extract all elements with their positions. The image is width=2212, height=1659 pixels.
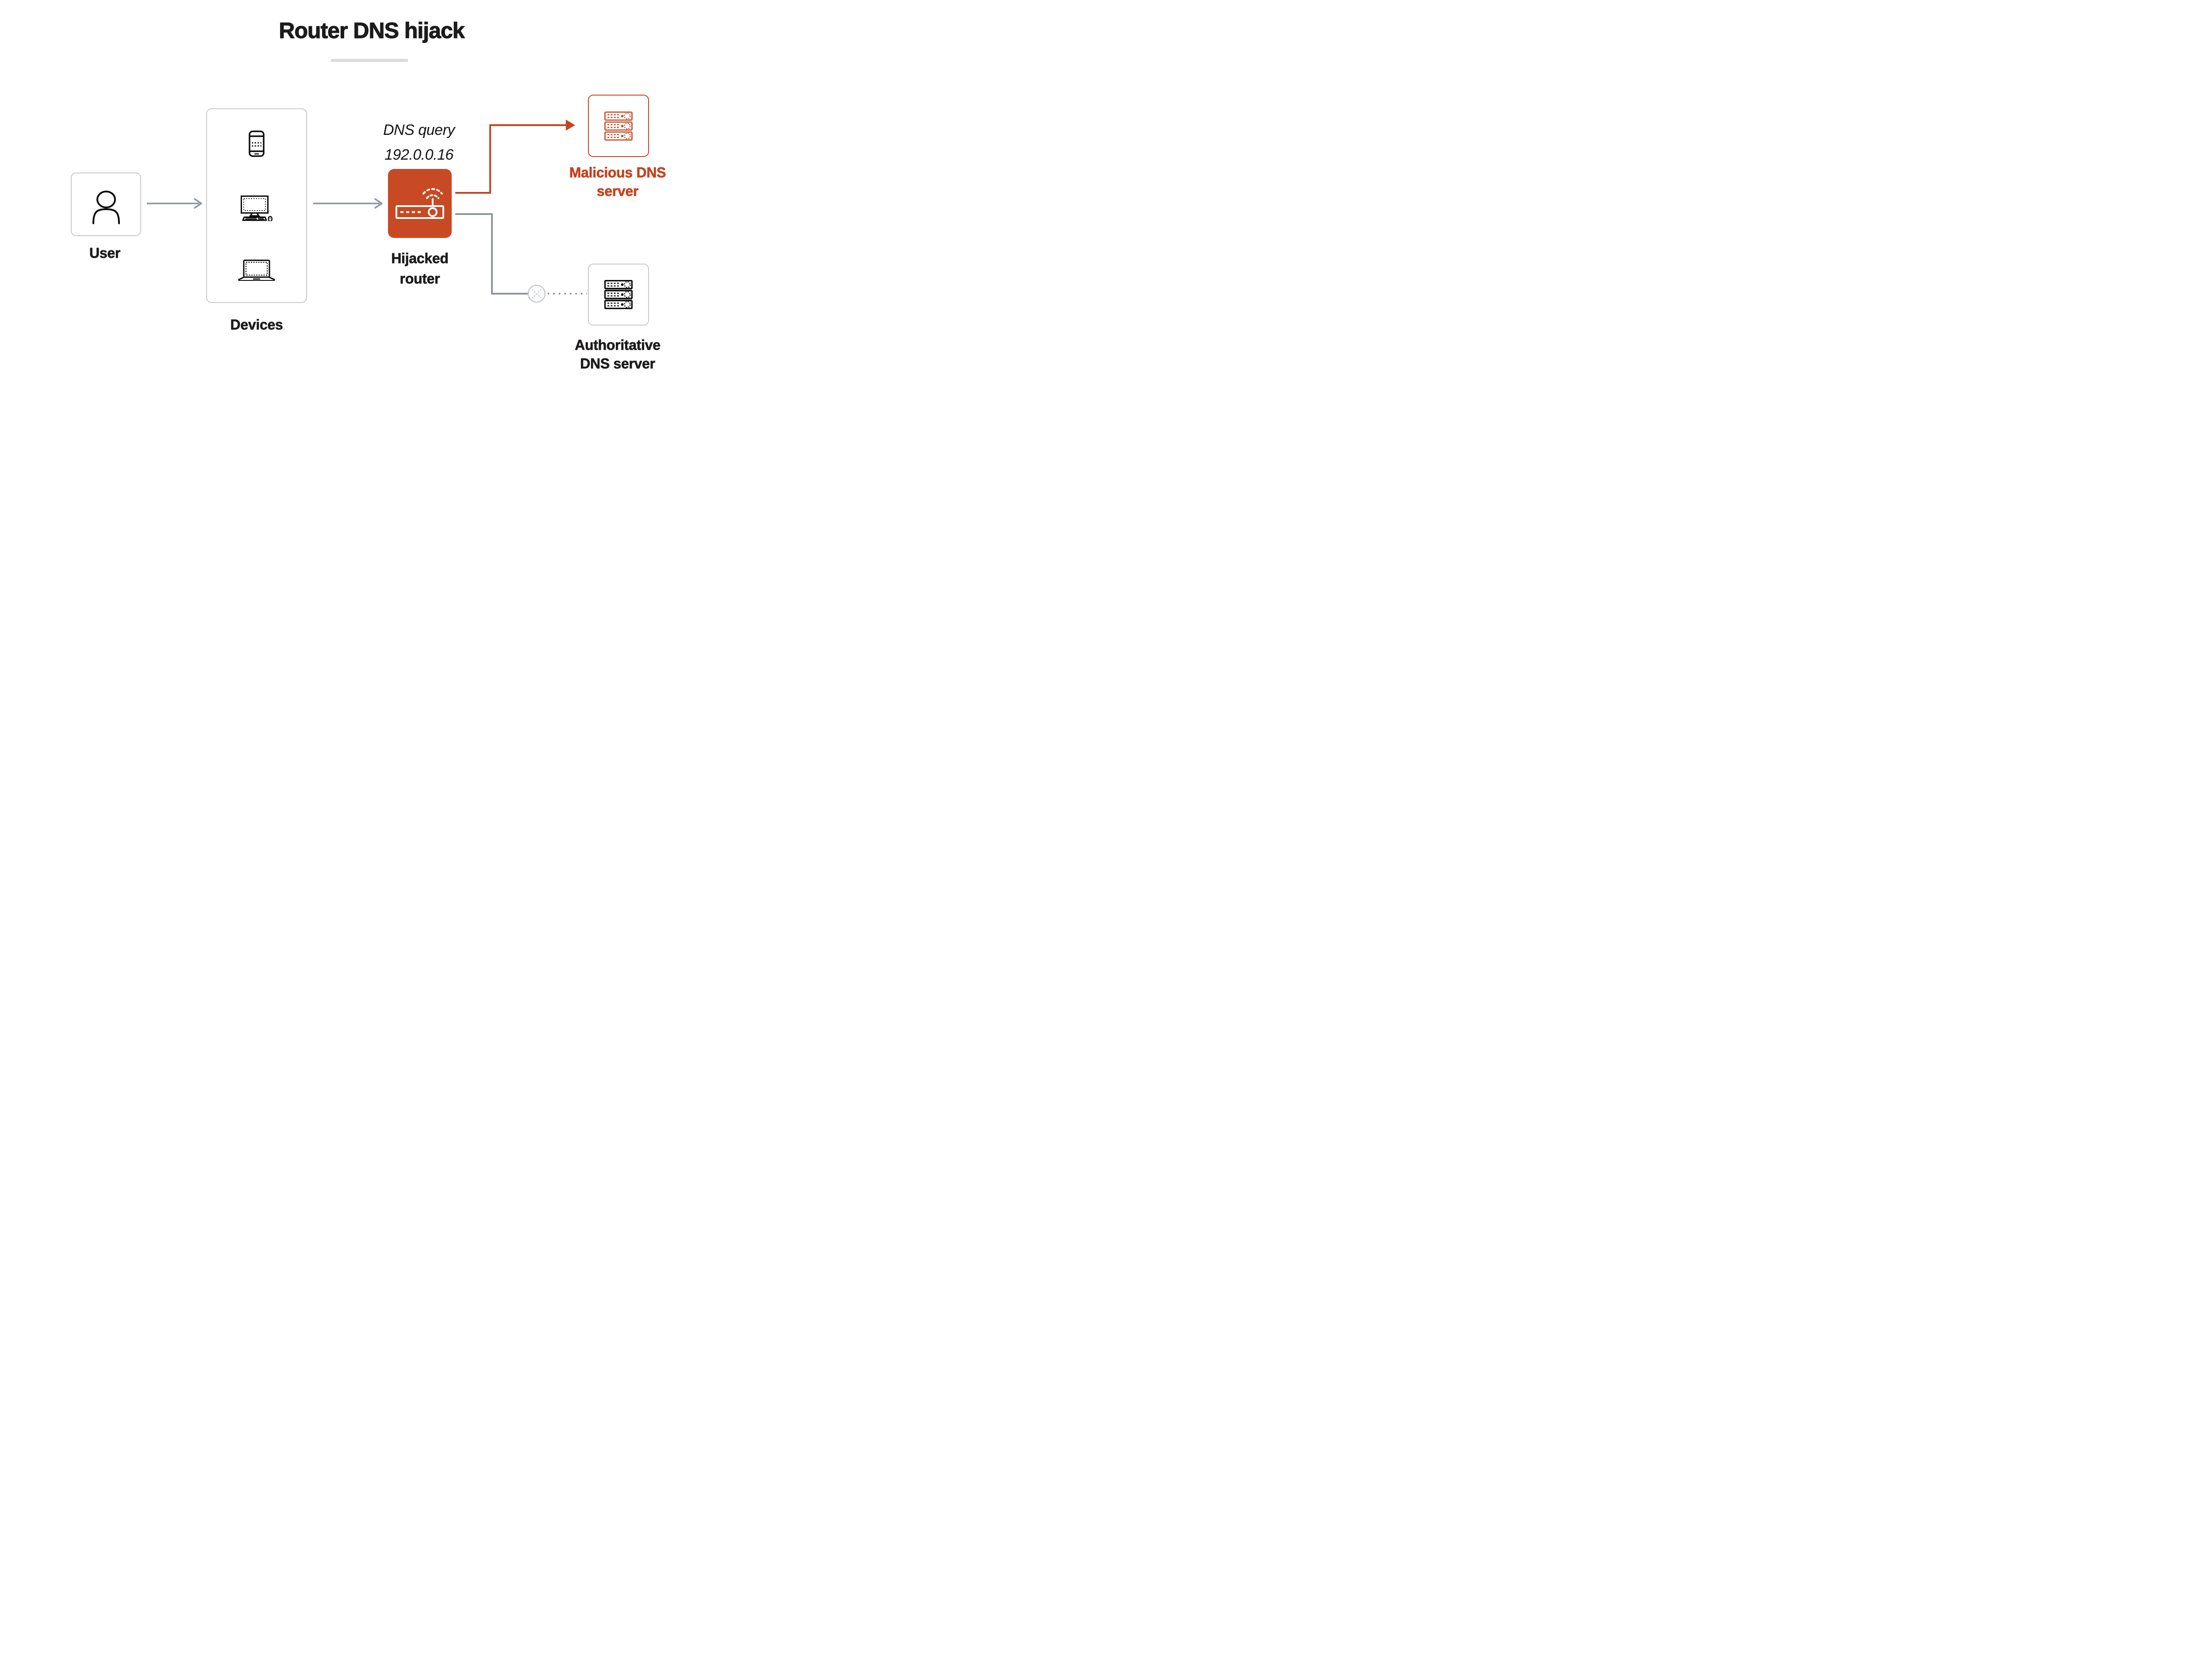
user-label: User (89, 245, 121, 261)
page-title: Router DNS hijack (279, 18, 465, 43)
red-arrowhead-icon (566, 119, 575, 131)
devices-label: Devices (230, 317, 283, 333)
wifi-router-icon (396, 188, 444, 219)
server-stack-icon (604, 111, 633, 141)
title-underline (331, 59, 408, 62)
malicious-dns-server-node (588, 95, 649, 157)
router-dns-hijack-diagram: Router DNS hijack (0, 0, 737, 415)
dns-query-line1: DNS query (383, 122, 455, 138)
hijacked-router-node (388, 169, 452, 238)
authoritative-dns-server-node (588, 264, 649, 326)
dns-query-line2: 192.0.0.16 (384, 146, 453, 163)
arrow-devices-to-router (313, 198, 383, 209)
desktop-computer-icon (241, 195, 273, 221)
hijacked-router-label: Hijacked router (391, 250, 449, 287)
devices-node (206, 108, 307, 303)
authoritative-dns-server-label: Authoritative DNS server (575, 337, 661, 372)
dns-query-annotation: DNS query 192.0.0.16 (353, 118, 485, 167)
laptop-icon (238, 260, 275, 281)
smartphone-icon (249, 130, 265, 157)
user-node (71, 172, 141, 236)
malicious-dns-server-label: Malicious DNS server (569, 165, 666, 199)
blocked-x-icon (527, 284, 546, 303)
server-stack-icon (604, 280, 633, 309)
arrow-user-to-devices (147, 198, 202, 209)
person-icon (92, 191, 120, 224)
